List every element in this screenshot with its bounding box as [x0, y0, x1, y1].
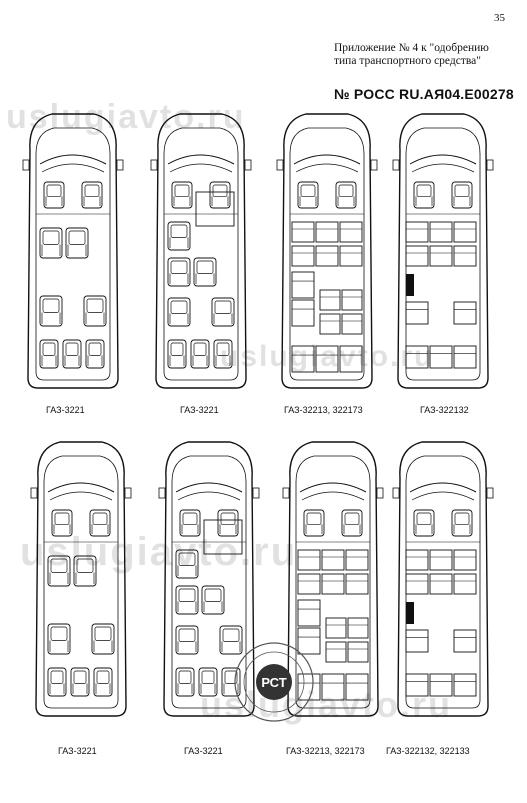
vehicle-caption: ГАЗ-3221: [58, 746, 97, 756]
vehicle-caption: ГАЗ-3221: [180, 405, 219, 415]
header-note: Приложение № 4 к "одобрению типа транспо…: [334, 42, 514, 68]
vehicle-drawing: [150, 113, 252, 389]
vehicle-caption: ГАЗ-32213, 322173: [284, 405, 363, 415]
vehicle-drawing: [282, 441, 384, 717]
vehicle-plan: [22, 110, 124, 390]
vehicle-drawing: [392, 113, 494, 389]
vehicle-plan: [158, 438, 260, 718]
vehicle-caption: ГАЗ-32213, 322173: [286, 746, 365, 756]
vehicle-plan: [30, 438, 132, 718]
certification-stamp: РСТ: [232, 640, 316, 724]
vehicle-plan: [392, 438, 494, 718]
vehicle-caption: ГАЗ-322132: [420, 405, 469, 415]
vehicle-caption: ГАЗ-3221: [184, 746, 223, 756]
vehicle-plan: [282, 438, 384, 718]
stamp-letters: РСТ: [261, 675, 286, 690]
vehicle-drawing: [30, 441, 132, 717]
vehicle-plan: [392, 110, 494, 390]
vehicle-drawing: [22, 113, 124, 389]
vehicle-plan: [150, 110, 252, 390]
certificate-number: № РОСС RU.АЯ04.Е00278: [334, 86, 514, 102]
vehicle-drawing: [158, 441, 260, 717]
header-line-1: Приложение № 4 к "одобрению: [334, 42, 489, 54]
page-number: 35: [494, 12, 505, 24]
header-line-2: типа транспортного средства": [334, 55, 481, 67]
vehicle-caption: ГАЗ-322132, 322133: [386, 746, 470, 756]
vehicle-caption: ГАЗ-3221: [46, 405, 85, 415]
vehicle-drawing: [392, 441, 494, 717]
vehicle-drawing: [276, 113, 378, 389]
vehicle-plan: [276, 110, 378, 390]
